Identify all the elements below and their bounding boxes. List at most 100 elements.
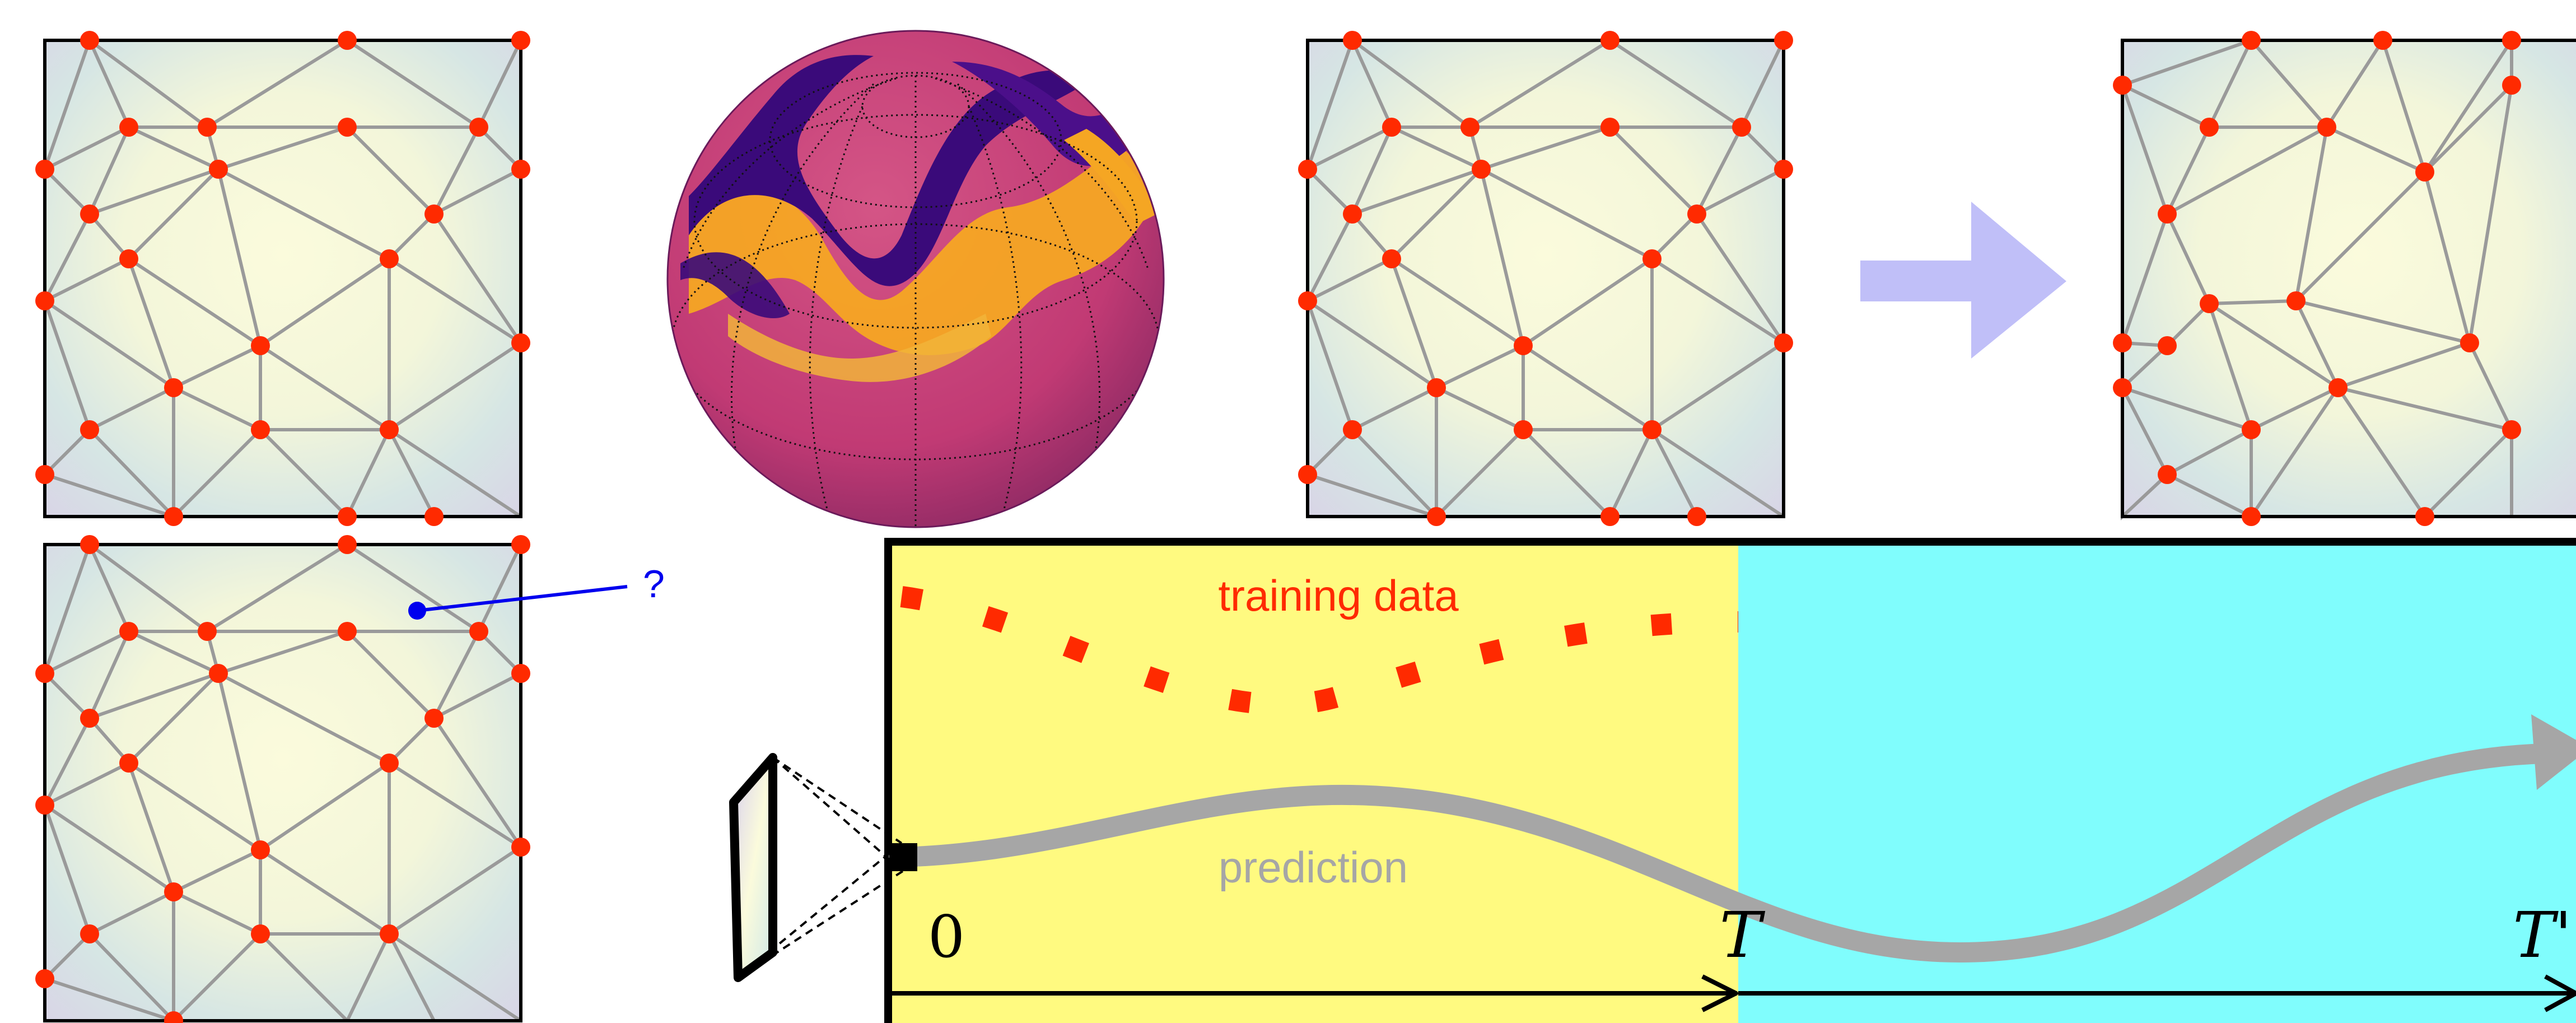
mesh-panel-4 bbox=[2113, 31, 2576, 526]
mesh-node bbox=[1642, 420, 1662, 439]
mesh-node bbox=[35, 291, 54, 310]
mesh-node bbox=[251, 420, 270, 439]
mesh-node bbox=[35, 160, 54, 179]
mesh-node bbox=[1774, 160, 1793, 179]
mesh-node bbox=[198, 622, 217, 641]
mesh-frame bbox=[43, 543, 522, 1022]
mesh-node bbox=[2286, 291, 2306, 310]
mesh-node bbox=[80, 924, 99, 943]
training-data-label: training data bbox=[1218, 571, 1459, 620]
mesh-background bbox=[45, 545, 521, 1021]
mesh-node bbox=[2415, 507, 2434, 526]
mesh-frame bbox=[1306, 39, 1785, 518]
mesh-node bbox=[1472, 160, 1491, 179]
mesh-nodes bbox=[35, 31, 530, 526]
mesh-node bbox=[469, 622, 488, 641]
mesh-node bbox=[1460, 118, 1480, 137]
mesh-node bbox=[2200, 118, 2219, 137]
field-thumbnail bbox=[729, 753, 777, 982]
mesh-node bbox=[119, 754, 138, 773]
mesh-node bbox=[2113, 76, 2132, 95]
mesh-node bbox=[1600, 118, 1620, 137]
mesh-node bbox=[251, 840, 270, 859]
mesh-node bbox=[2328, 378, 2348, 397]
mesh-node bbox=[2242, 420, 2261, 439]
mesh-node bbox=[469, 118, 488, 137]
mesh-background bbox=[1308, 40, 1784, 517]
mesh-node bbox=[511, 160, 530, 179]
sphere-cold-band bbox=[689, 55, 1092, 286]
mesh-node bbox=[1298, 291, 1317, 310]
mesh-node bbox=[424, 507, 444, 526]
mesh-node bbox=[251, 924, 270, 943]
mesh-node bbox=[1774, 333, 1793, 352]
tick-label-T: T bbox=[1720, 899, 1766, 972]
mesh-node bbox=[2113, 378, 2132, 397]
mesh-node bbox=[2158, 336, 2177, 355]
mesh-node bbox=[2460, 333, 2479, 352]
mesh-node bbox=[1600, 507, 1620, 526]
timeline-frame bbox=[884, 538, 2576, 1023]
mesh-node bbox=[35, 465, 54, 484]
mesh-node bbox=[164, 882, 183, 901]
mesh-panel-2 bbox=[35, 535, 628, 1023]
mesh-node bbox=[338, 507, 357, 526]
mesh-node bbox=[119, 622, 138, 641]
sphere-warm-band bbox=[689, 146, 1162, 355]
mesh-node bbox=[1514, 420, 1533, 439]
tick-label-zero: 0 bbox=[928, 903, 965, 971]
mesh-node bbox=[2242, 507, 2261, 526]
mesh-node bbox=[2113, 333, 2132, 352]
mesh-node bbox=[80, 709, 99, 728]
tick-label-T-prime: T' bbox=[2513, 899, 2572, 972]
mesh-node bbox=[338, 31, 357, 50]
mesh-node bbox=[380, 249, 399, 268]
mesh-node bbox=[511, 838, 530, 857]
mesh-node bbox=[2502, 76, 2521, 95]
mesh-node bbox=[1382, 249, 1401, 268]
prediction-label: prediction bbox=[1219, 843, 1408, 892]
sphere-icon bbox=[666, 30, 1165, 528]
mesh-panel-3 bbox=[1298, 31, 1793, 526]
mesh-node bbox=[511, 31, 530, 50]
mesh-node bbox=[2317, 118, 2336, 137]
mesh-frame bbox=[43, 39, 522, 518]
mesh-node bbox=[1343, 420, 1362, 439]
mesh-node bbox=[119, 249, 138, 268]
right-arrow-icon bbox=[1860, 202, 2066, 359]
query-label: ? bbox=[643, 562, 665, 606]
mesh-node bbox=[209, 160, 228, 179]
arrowhead-icon bbox=[2544, 974, 2576, 1012]
arrowhead-icon bbox=[2531, 714, 2576, 790]
mesh-node bbox=[380, 420, 399, 439]
timeline-panel: training data prediction 0 T T' bbox=[729, 538, 2576, 1023]
mesh-node bbox=[1343, 204, 1362, 224]
mesh-node bbox=[2373, 31, 2392, 50]
mesh-node bbox=[511, 333, 530, 352]
mesh-node bbox=[1514, 336, 1533, 355]
mesh-node bbox=[338, 118, 357, 137]
mesh-node bbox=[164, 507, 183, 526]
query-point-icon bbox=[408, 602, 426, 620]
mesh-node bbox=[2415, 162, 2434, 182]
mesh-node bbox=[1298, 160, 1317, 179]
mesh-node bbox=[338, 535, 357, 554]
mesh-node bbox=[209, 664, 228, 683]
mesh-nodes bbox=[1298, 31, 1793, 526]
mesh-node bbox=[1774, 31, 1793, 50]
mesh-node bbox=[35, 796, 54, 815]
mesh-node bbox=[380, 924, 399, 943]
mesh-node bbox=[80, 31, 99, 50]
mesh-node bbox=[2200, 294, 2219, 313]
mesh-node bbox=[35, 969, 54, 988]
mesh-node bbox=[198, 118, 217, 137]
query-leader-line bbox=[417, 585, 628, 612]
arrowhead-icon bbox=[1701, 974, 1738, 1012]
mesh-node bbox=[1732, 118, 1751, 137]
mesh-node bbox=[2242, 31, 2261, 50]
mesh-node bbox=[251, 336, 270, 355]
mesh-background bbox=[45, 40, 521, 517]
mesh-node bbox=[1687, 204, 1706, 224]
mesh-node bbox=[511, 664, 530, 683]
